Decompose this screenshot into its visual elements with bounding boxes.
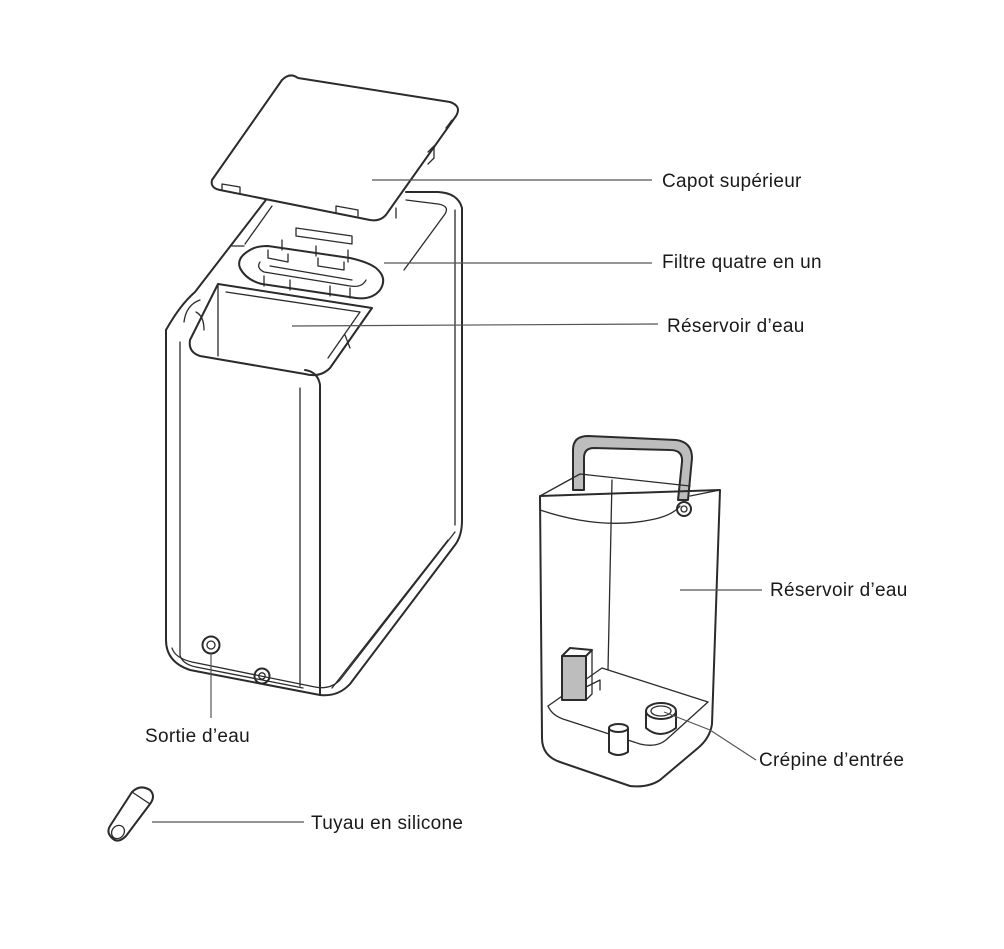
labels: Capot supérieur Filtre quatre en un Rése… [145,171,908,834]
label-filter: Filtre quatre en un [662,252,822,273]
label-reservoir-tank: Réservoir d’eau [770,580,908,601]
main-unit [165,191,463,697]
label-water-outlet: Sortie d’eau [145,726,250,747]
leader-lines [152,179,762,823]
top-cover-part [210,74,459,222]
label-silicone-tube: Tuyau en silicone [311,813,463,834]
water-tank-part [539,435,721,788]
label-top-cover: Capot supérieur [662,171,802,192]
leader-intake-strainer [663,711,757,761]
leader-reservoir-main [291,323,659,327]
label-intake-strainer: Crépine d’entrée [759,750,904,771]
silicone-tube-part [107,786,154,842]
label-reservoir-main: Réservoir d’eau [667,316,805,337]
